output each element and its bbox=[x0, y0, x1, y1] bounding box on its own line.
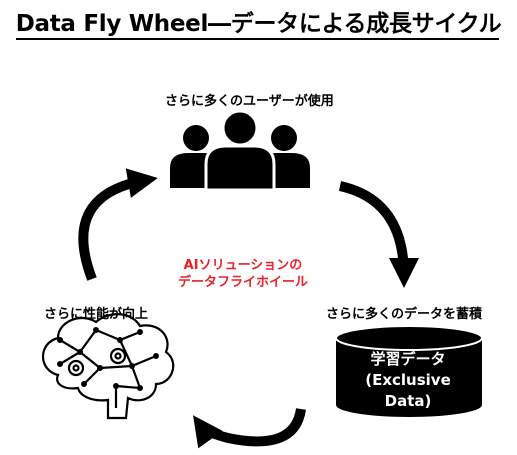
database-label-line-2: (Exclusive bbox=[365, 371, 451, 389]
database-label: 学習データ (Exclusive Data) bbox=[335, 349, 481, 412]
users-icon bbox=[170, 109, 310, 192]
node-label-users: さらに多くのユーザーが使用 bbox=[165, 94, 334, 109]
database-label-line-1: 学習データ bbox=[370, 350, 446, 368]
database-label-line-3: Data) bbox=[384, 392, 432, 410]
center-label-line-2: データフライホイール bbox=[177, 275, 308, 290]
arrow-data-to-performance bbox=[193, 408, 306, 449]
node-label-performance: さらに性能が向上 bbox=[44, 307, 149, 322]
center-label-line-1: AIソリューションの bbox=[183, 258, 303, 273]
diagram-title: Data Fly Wheel―データによる成長サイクル bbox=[15, 11, 502, 37]
arrow-users-to-data bbox=[338, 181, 419, 288]
title-underline bbox=[16, 38, 499, 40]
database-icon bbox=[335, 325, 483, 417]
arrow-performance-to-users bbox=[78, 168, 158, 281]
flywheel-center-label: AIソリューションの データフライホイール bbox=[158, 257, 328, 291]
brain-network-icon bbox=[42, 313, 175, 420]
node-label-data: さらに多くのデータを蓄積 bbox=[326, 307, 483, 322]
